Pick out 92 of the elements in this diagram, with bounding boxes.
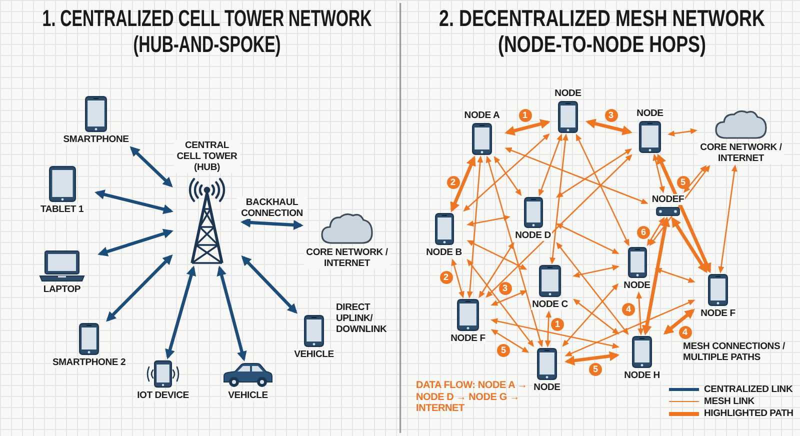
double-arrow bbox=[668, 128, 698, 136]
double-arrow bbox=[550, 134, 568, 264]
double-arrow bbox=[466, 240, 528, 270]
thick-double-arrow bbox=[656, 154, 712, 274]
double-arrow bbox=[556, 223, 620, 254]
annotation-text: MESH CONNECTIONS / MULTIPLE PATHS bbox=[683, 341, 786, 363]
side-note: DIRECT UPLINK/ DOWNLINK bbox=[336, 302, 388, 335]
double-arrow bbox=[718, 164, 738, 274]
step-number: 4 bbox=[622, 302, 635, 316]
double-arrow bbox=[556, 148, 632, 198]
double-arrow bbox=[494, 156, 522, 196]
node-label: VEHICLE bbox=[227, 390, 269, 401]
step-number: 3 bbox=[498, 282, 512, 294]
thick-double-arrow bbox=[586, 118, 632, 136]
node-label: CORE NETWORK / INTERNET bbox=[304, 247, 390, 269]
step-number: 3 bbox=[604, 108, 618, 122]
double-arrow bbox=[556, 242, 629, 335]
double-arrow bbox=[466, 156, 484, 298]
double-arrow bbox=[451, 258, 464, 298]
thick-double-arrow bbox=[98, 228, 174, 256]
double-arrow bbox=[652, 154, 665, 194]
step-number: 6 bbox=[637, 226, 650, 238]
node-label: NODE bbox=[636, 108, 664, 119]
double-arrow bbox=[538, 134, 562, 196]
node-label: NODE H bbox=[623, 370, 661, 381]
node-label: NODE bbox=[622, 280, 652, 291]
thick-double-arrow bbox=[241, 256, 298, 314]
step-number: 4 bbox=[678, 326, 692, 338]
double-arrow bbox=[544, 310, 552, 348]
legend-label: MESH LINK bbox=[704, 396, 754, 407]
step-number: 2 bbox=[440, 270, 452, 284]
legend-label: HIGHLIGHTED PATH bbox=[704, 408, 794, 419]
node-label: NODEF bbox=[650, 194, 686, 205]
node-label: SMARTPHONE 2 bbox=[51, 357, 127, 368]
thick-double-arrow bbox=[663, 308, 695, 335]
node-label: NODE bbox=[554, 88, 582, 99]
double-arrow bbox=[486, 156, 544, 348]
step-number: 5 bbox=[589, 362, 602, 376]
thick-double-arrow bbox=[94, 190, 174, 214]
node-label: NODE bbox=[532, 382, 562, 393]
double-arrow bbox=[466, 214, 510, 227]
step-number: 5 bbox=[676, 176, 690, 189]
double-arrow bbox=[490, 290, 528, 306]
node-label: VEHICLE bbox=[293, 349, 335, 360]
node-label: NODE F bbox=[450, 333, 486, 344]
data-flow-note: DATA FLOW: NODE A → NODE D → NODE G → INTERNET bbox=[416, 380, 528, 414]
node-label: CENTRAL CELL TOWER (HUB) bbox=[174, 140, 240, 173]
panel-heading: 1. CENTRALIZED CELL TOWER NETWORK (HUB-AND-SPOKE) bbox=[41, 5, 373, 57]
double-arrow bbox=[562, 283, 619, 347]
legend-label: CENTRALIZED LINK bbox=[704, 384, 793, 395]
double-arrow bbox=[636, 292, 644, 336]
node-label: NODE B bbox=[425, 247, 463, 258]
double-arrow bbox=[576, 134, 630, 246]
thick-double-arrow bbox=[106, 254, 173, 322]
node-label: IOT DEVICE bbox=[136, 390, 190, 401]
node-label: NODE F bbox=[700, 308, 736, 319]
thick-double-arrow bbox=[504, 119, 550, 136]
thick-double-arrow bbox=[240, 218, 304, 230]
node-label: TABLET 1 bbox=[39, 204, 85, 215]
step-number: 1 bbox=[551, 318, 564, 331]
thick-double-arrow bbox=[450, 156, 476, 212]
double-arrow bbox=[573, 298, 620, 335]
node-label: SMARTPHONE bbox=[62, 134, 130, 145]
double-arrow bbox=[478, 242, 514, 298]
double-arrow bbox=[490, 329, 530, 353]
double-arrow bbox=[572, 264, 620, 278]
double-arrow bbox=[490, 318, 620, 349]
double-arrow bbox=[649, 165, 710, 246]
node-label: NODE D bbox=[514, 230, 552, 241]
double-arrow bbox=[466, 259, 534, 347]
double-arrow bbox=[564, 300, 696, 356]
edge-label: BACKHAUL CONNECTION bbox=[237, 197, 307, 219]
double-arrow bbox=[646, 216, 665, 246]
double-arrow bbox=[654, 268, 696, 283]
double-arrow bbox=[684, 165, 707, 193]
thick-double-arrow bbox=[642, 216, 670, 336]
step-number: 5 bbox=[497, 344, 510, 357]
thick-double-arrow bbox=[671, 216, 708, 274]
double-arrow bbox=[486, 154, 632, 298]
thick-double-arrow bbox=[564, 351, 620, 366]
double-arrow bbox=[463, 133, 550, 212]
thick-double-arrow bbox=[165, 266, 196, 360]
step-number: 1 bbox=[518, 108, 532, 122]
node-label: CORE NETWORK / INTERNET bbox=[698, 142, 784, 164]
step-number: 2 bbox=[446, 176, 460, 188]
node-label: LAPTOP bbox=[42, 284, 82, 295]
panel-heading: 2. DECENTRALIZED MESH NETWORK (NODE-TO-NODE HOPS) bbox=[438, 5, 766, 57]
node-label: NODE A bbox=[463, 110, 501, 121]
thick-double-arrow bbox=[130, 146, 173, 188]
node-label: NODE C bbox=[531, 299, 569, 310]
double-arrow bbox=[504, 148, 648, 204]
thick-double-arrow bbox=[216, 266, 247, 362]
